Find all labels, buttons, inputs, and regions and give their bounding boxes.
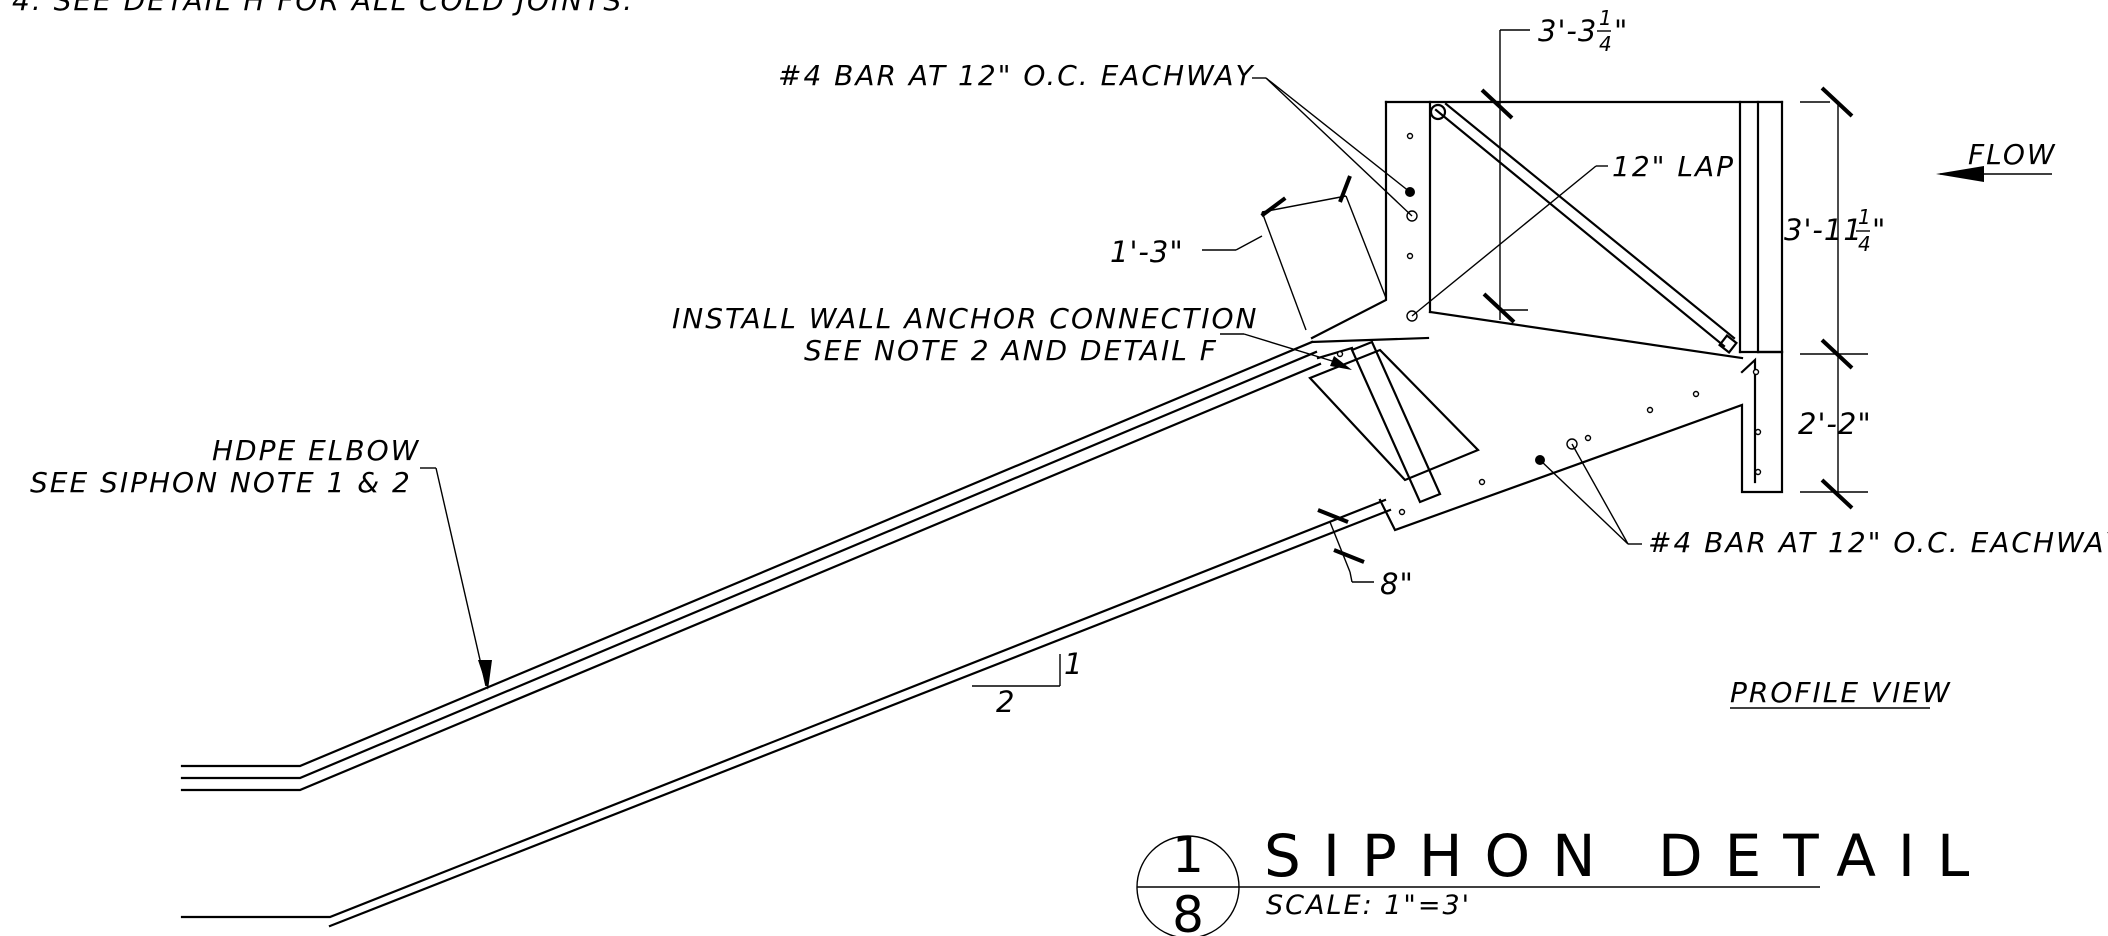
callout-rebar-bottom: #4 BAR AT 12" O.C. EACHWAY xyxy=(1539,443,2108,559)
slope-rise: 1 xyxy=(1064,647,1083,681)
dim-height-main: 3'-11 xyxy=(1784,213,1863,247)
dim-top-width-suffix: " xyxy=(1614,14,1628,48)
rebar-top-label: #4 BAR AT 12" O.C. EACHWAY xyxy=(778,59,1255,92)
view-label: PROFILE VIEW xyxy=(1730,676,1952,709)
rebar-bottom-label: #4 BAR AT 12" O.C. EACHWAY xyxy=(1648,526,2108,559)
concrete-headwall xyxy=(1308,100,1784,532)
elbow-label-line2: SEE SIPHON NOTE 1 & 2 xyxy=(30,466,412,499)
rebar-markers xyxy=(1336,132,1762,516)
dim-slab-thickness: 8" xyxy=(1380,567,1414,601)
dim-top-width-num: 1 xyxy=(1599,6,1612,30)
dimension-slab-thickness: 8" xyxy=(1317,508,1414,601)
anchor-label-line1: INSTALL WALL ANCHOR CONNECTION xyxy=(672,302,1258,335)
dimension-top-width: 3'-3 1 4 " xyxy=(1480,6,1628,324)
dimension-wall-thickness: 1'-3" xyxy=(1110,175,1387,331)
elbow-label-line1: HDPE ELBOW xyxy=(212,434,420,467)
slope-indicator: 1 2 xyxy=(972,647,1083,719)
slope-run: 2 xyxy=(996,685,1015,719)
lower-slab-line xyxy=(180,498,1392,928)
detail-scale: SCALE: 1"=3' xyxy=(1266,890,1471,921)
lap-label: 12" LAP xyxy=(1612,150,1735,183)
detail-number: 1 xyxy=(1172,826,1204,884)
flow-indicator: FLOW xyxy=(1936,138,2057,182)
callout-rebar-top: #4 BAR AT 12" O.C. EACHWAY xyxy=(778,59,1413,217)
sheet-number: 8 xyxy=(1172,886,1204,936)
general-note: 4. SEE DETAIL H FOR ALL COLD JOINTS. xyxy=(12,0,634,17)
callout-lap: 12" LAP xyxy=(1411,150,1735,317)
callout-wall-anchor: INSTALL WALL ANCHOR CONNECTION SEE NOTE … xyxy=(672,302,1352,370)
title-block: 1 8 SIPHON DETAIL SCALE: 1"=3' xyxy=(1136,822,1991,936)
dim-top-width-den: 4 xyxy=(1599,32,1612,56)
dim-top-width-main: 3'-3 xyxy=(1538,14,1597,48)
hdpe-elbow-pipe xyxy=(180,336,1430,792)
dim-height-num: 1 xyxy=(1858,205,1871,229)
dimension-height: 3'-11 1 4 " 2'-2" xyxy=(1784,86,1886,510)
detail-title: SIPHON DETAIL xyxy=(1264,822,1991,890)
flow-label: FLOW xyxy=(1968,138,2057,171)
dim-height-den: 4 xyxy=(1858,232,1871,256)
flow-arrow-icon xyxy=(1936,166,1984,182)
dim-lower-height: 2'-2" xyxy=(1798,407,1872,441)
anchor-label-line2: SEE NOTE 2 AND DETAIL F xyxy=(804,334,1218,367)
callout-hdpe-elbow: HDPE ELBOW SEE SIPHON NOTE 1 & 2 xyxy=(30,434,492,690)
dim-height-suffix: " xyxy=(1872,213,1886,247)
dim-wall-thickness: 1'-3" xyxy=(1110,235,1184,269)
